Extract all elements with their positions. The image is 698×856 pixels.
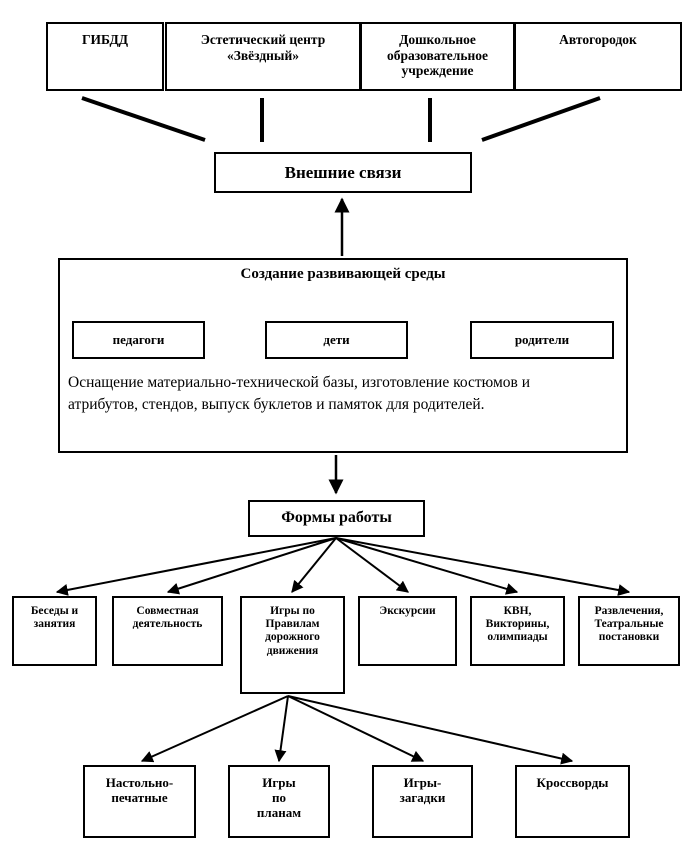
box-work-forms[interactable]: Формы работы bbox=[248, 500, 425, 537]
box-parents[interactable]: родители bbox=[470, 321, 614, 359]
box-crosswords-label: Кроссворды bbox=[536, 775, 609, 790]
connector-gibdd bbox=[81, 96, 206, 142]
box-children-label: дети bbox=[323, 331, 350, 347]
box-board-printed-games-label: Настольно- печатные bbox=[105, 775, 174, 805]
box-work-forms-label: Формы работы bbox=[281, 509, 392, 527]
box-autotown-label: Автогородок bbox=[559, 32, 637, 47]
box-gibdd-label: ГИБДД bbox=[81, 32, 129, 47]
box-autotown[interactable]: Автогородок bbox=[514, 22, 682, 91]
box-traffic-rules-games[interactable]: Игры по Правилам дорожного движения bbox=[240, 596, 345, 694]
box-joint-activity[interactable]: Совместная деятельность bbox=[112, 596, 223, 666]
forms-fan bbox=[55, 537, 631, 596]
box-parents-label: родители bbox=[514, 331, 570, 347]
box-preschool-institution-label: Дошкольное образовательное учреждение bbox=[386, 32, 489, 79]
box-esthetic-center-label: Эстетический центр «Звёздный» bbox=[200, 32, 326, 63]
box-kvn-quizzes-olympiads[interactable]: КВН, Викторины, олимпиады bbox=[470, 596, 565, 666]
box-board-printed-games[interactable]: Настольно- печатные bbox=[83, 765, 196, 838]
box-external-links-label: Внешние связи bbox=[284, 162, 402, 182]
box-excursions-label: Экскурсии bbox=[379, 605, 436, 617]
development-environment-title: Создание развивающей среды bbox=[240, 266, 446, 282]
box-traffic-rules-games-label: Игры по Правилам дорожного движения bbox=[265, 605, 320, 657]
box-plan-games[interactable]: Игры по планам bbox=[228, 765, 330, 838]
box-excursions[interactable]: Экскурсии bbox=[358, 596, 457, 666]
box-entertainment-theatre-label: Развлечения, Театральные постановки bbox=[594, 605, 664, 644]
box-external-links[interactable]: Внешние связи bbox=[214, 152, 472, 193]
box-teachers[interactable]: педагоги bbox=[72, 321, 205, 359]
games-fan bbox=[140, 695, 574, 765]
box-plan-games-label: Игры по планам bbox=[256, 775, 302, 820]
box-riddle-games-label: Игры- загадки bbox=[399, 775, 446, 805]
box-gibdd[interactable]: ГИБДД bbox=[46, 22, 164, 91]
box-talks-and-lessons-label: Беседы и занятия bbox=[30, 605, 79, 631]
connector-autotown bbox=[481, 96, 601, 142]
box-esthetic-center[interactable]: Эстетический центр «Звёздный» bbox=[165, 22, 361, 91]
box-teachers-label: педагоги bbox=[112, 331, 165, 347]
box-children[interactable]: дети bbox=[265, 321, 408, 359]
box-riddle-games[interactable]: Игры- загадки bbox=[372, 765, 473, 838]
box-entertainment-theatre[interactable]: Развлечения, Театральные постановки bbox=[578, 596, 680, 666]
box-talks-and-lessons[interactable]: Беседы и занятия bbox=[12, 596, 97, 666]
box-kvn-quizzes-olympiads-label: КВН, Викторины, олимпиады bbox=[485, 605, 550, 644]
box-preschool-institution[interactable]: Дошкольное образовательное учреждение bbox=[360, 22, 515, 91]
box-joint-activity-label: Совместная деятельность bbox=[132, 605, 203, 631]
development-environment-description: Оснащение материально-технической базы, … bbox=[68, 374, 531, 414]
top-connectors bbox=[81, 96, 601, 142]
box-crosswords[interactable]: Кроссворды bbox=[515, 765, 630, 838]
